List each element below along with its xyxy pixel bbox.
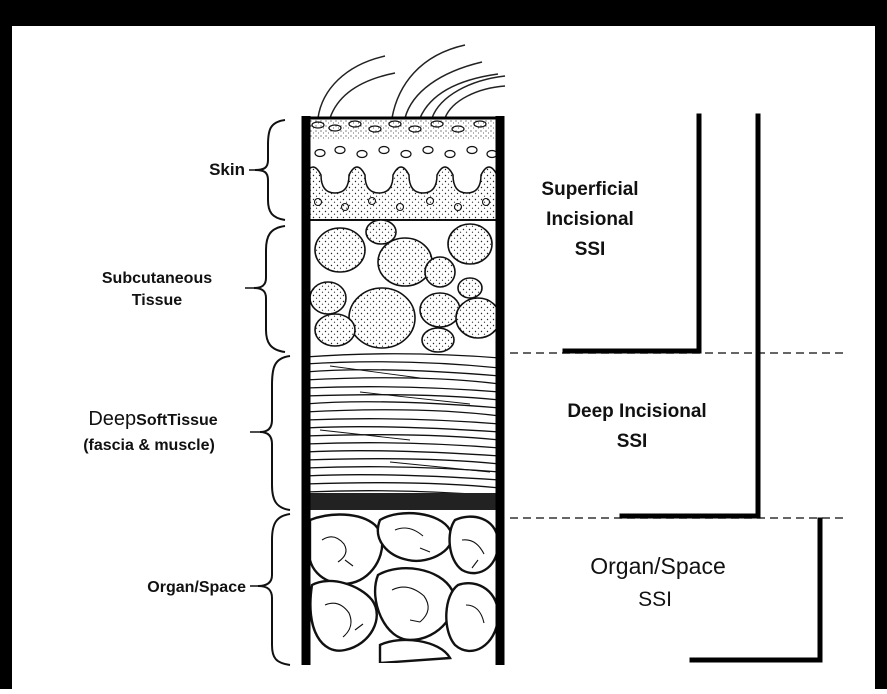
- label-fascia-muscle: (fascia & muscle): [83, 437, 215, 454]
- label-superficial: Superficial: [541, 179, 638, 200]
- label-organ-space-ssi-1: Organ/Space: [590, 553, 726, 579]
- label-deep-soft-tissue: DeepSoftTissue: [88, 408, 217, 430]
- skin-layer: [305, 118, 500, 220]
- hair-strands: [318, 45, 505, 118]
- label-organ-space-ssi-2: SSI: [638, 588, 672, 611]
- label-tissue: Tissue: [132, 292, 183, 309]
- subcutaneous-layer: [305, 220, 500, 353]
- deep-soft-tissue-layer: [305, 353, 500, 510]
- left-border: [0, 0, 12, 689]
- label-deep-incisional: Deep Incisional: [567, 401, 706, 422]
- right-border: [875, 0, 887, 689]
- organ-space-layer: [305, 510, 500, 663]
- tissue-column: [305, 118, 500, 663]
- label-deep-ssi: SSI: [617, 431, 648, 452]
- label-skin: Skin: [209, 160, 245, 179]
- label-subcutaneous: Subcutaneous: [102, 270, 212, 287]
- label-organ-space: Organ/Space: [147, 579, 246, 596]
- layer-braces: [254, 120, 290, 665]
- label-superficial-ssi: SSI: [575, 239, 606, 260]
- top-border: [0, 0, 887, 26]
- label-incisional: Incisional: [546, 209, 634, 230]
